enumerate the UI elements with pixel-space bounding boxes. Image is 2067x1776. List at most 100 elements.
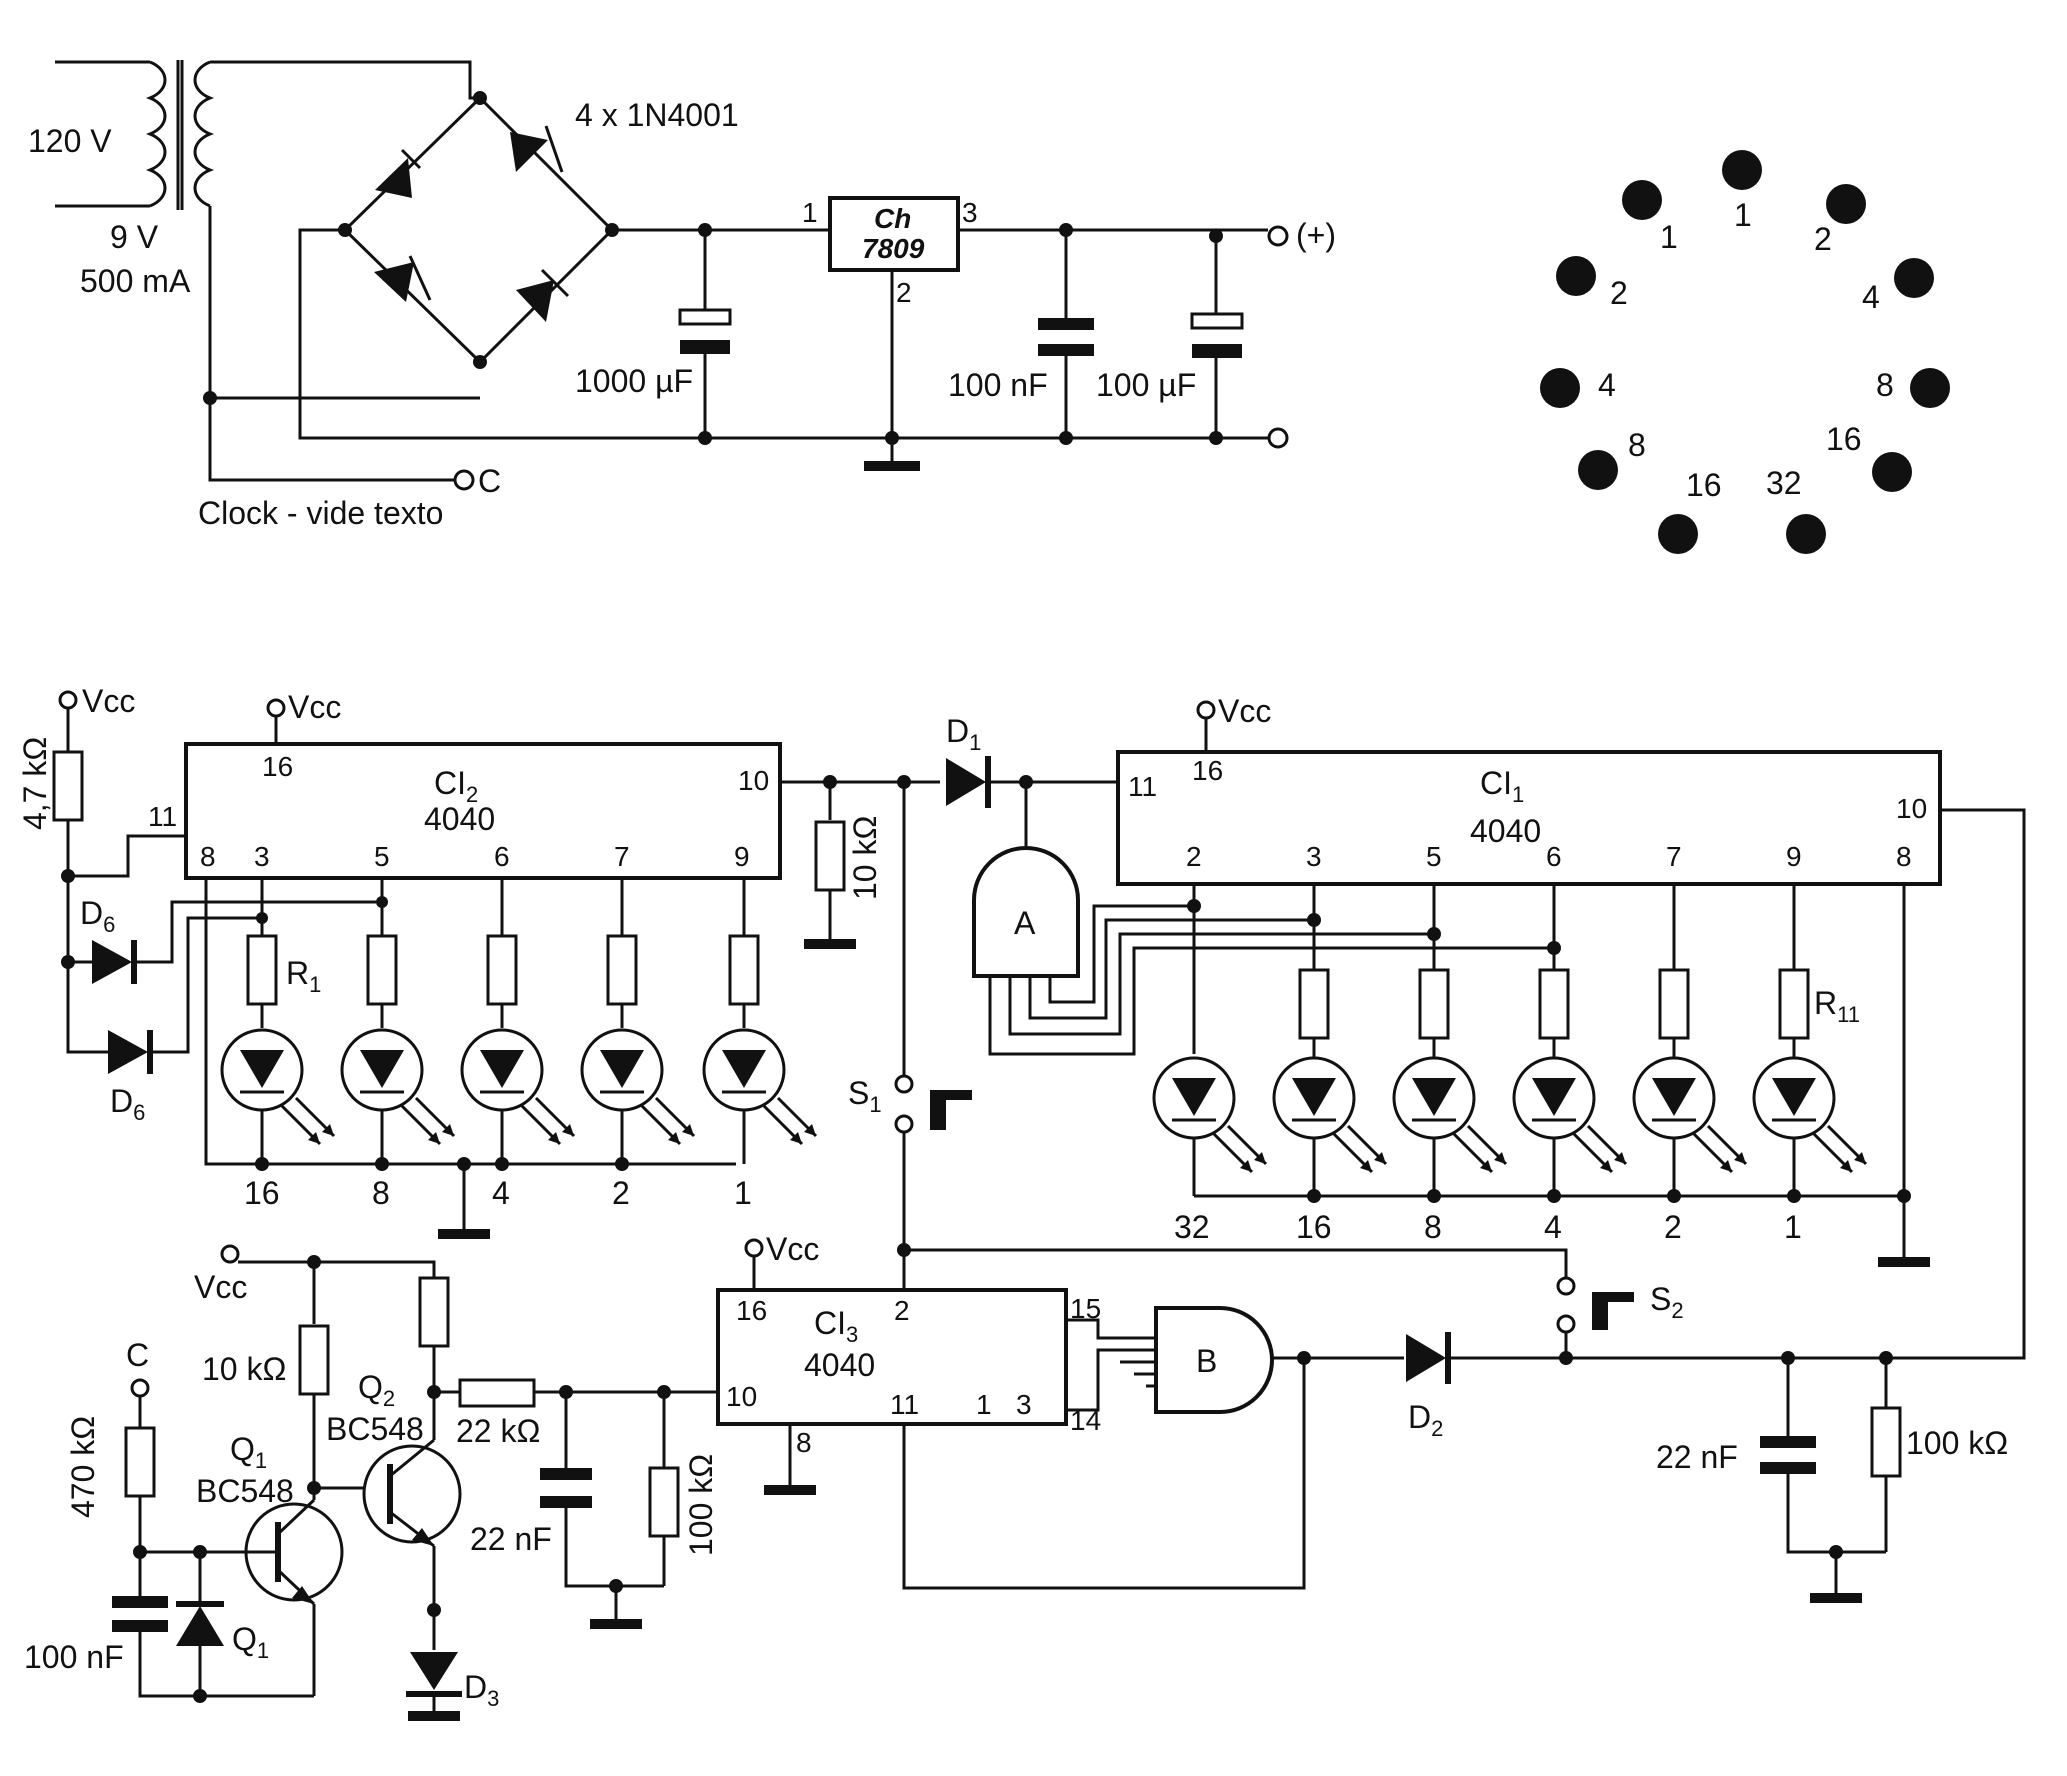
- ci1-pin-10: 10: [1896, 793, 1927, 824]
- ci3-pin-8: 8: [796, 1427, 812, 1458]
- d1-label: D1: [946, 713, 981, 755]
- input-capacitor-label: 100 nF: [24, 1639, 124, 1675]
- ci1-weight-16: 16: [1296, 1209, 1332, 1245]
- bridge-rectifier: [298, 91, 1280, 440]
- ci2-pin-7: 7: [614, 841, 630, 872]
- decoupling-capacitor-label: 100 nF: [948, 367, 1048, 403]
- q2-part-label: BC548: [326, 1411, 424, 1447]
- output-capacitor-label: 100 µF: [1096, 367, 1196, 403]
- s1-contact-top: [894, 1074, 914, 1094]
- ci1-weight-2: 2: [1664, 1209, 1682, 1245]
- and-gate-a: [972, 846, 1080, 978]
- ground-output-terminal: [1267, 427, 1289, 449]
- regulator-part: 7809: [862, 233, 925, 264]
- ci1-pin-5: 5: [1426, 841, 1442, 872]
- ci3-pin-10: 10: [726, 1381, 757, 1412]
- positive-output-label: (+): [1296, 217, 1336, 253]
- ci1-led-column-8: 8: [1392, 884, 1508, 1245]
- ci2-pin-9: 9: [734, 841, 750, 872]
- dial-label-32: 32: [1766, 465, 1802, 501]
- d3-label: D3: [464, 1669, 499, 1711]
- ci1-counter-section: CI1 4040 Vcc 16 11 10 2 3 5 6 7 9 8 D1 A: [897, 693, 2026, 1360]
- ci3-vcc-label: Vcc: [766, 1231, 819, 1267]
- q2-label: Q2: [358, 1369, 395, 1411]
- ci1-pin-11: 11: [1128, 771, 1157, 802]
- ci3-part: 4040: [804, 1347, 875, 1383]
- dial-label-1b: 1: [1660, 219, 1678, 255]
- ci1-weight-1: 1: [1784, 1209, 1802, 1245]
- ci1-pin-2: 2: [1186, 841, 1202, 872]
- ci3-pin-2: 2: [894, 1295, 910, 1326]
- led-dial-layout: 1 1 2 2 4 4 8 8 16 16 32: [1540, 150, 1950, 554]
- ci2-led-column-1: 1: [702, 878, 818, 1211]
- ci3-pin-16: 16: [736, 1295, 767, 1326]
- secondary-voltage-label: 9 V: [110, 219, 159, 255]
- ci2-weight-8: 8: [372, 1175, 390, 1211]
- ci1-led-column-32: 32: [1152, 884, 1268, 1245]
- ci2-counter-section: CI2 4040 16 10 11 8 3 5 6 7 9 Vcc Vcc 4,…: [17, 683, 940, 1234]
- ci2-pin-11: 11: [148, 801, 177, 832]
- dial-label-2a: 2: [1814, 221, 1832, 257]
- ci2-led-column-2: 2: [580, 878, 696, 1211]
- ci2-left-vcc-label: Vcc: [82, 683, 135, 719]
- ci1-pin-8: 8: [1896, 841, 1912, 872]
- regulator-pin-2: 2: [896, 277, 912, 308]
- ci2-pin-16: 16: [262, 751, 293, 782]
- secondary-current-label: 500 mA: [80, 263, 191, 299]
- dial-label-2b: 2: [1610, 275, 1628, 311]
- dial-label-4a: 4: [1862, 279, 1880, 315]
- ci2-pin-8: 8: [200, 841, 216, 872]
- dial-label-16b: 16: [1686, 467, 1722, 503]
- r1-label: R1: [286, 955, 321, 997]
- regulator-pin-1: 1: [802, 197, 818, 228]
- s1-pushbutton: [930, 1090, 972, 1130]
- ci1-name: CI1: [1480, 765, 1524, 807]
- clock-shaper-section: Vcc 10 kΩ Q1 BC548 Q2 BC548: [24, 1244, 719, 1716]
- ci2-weight-16: 16: [244, 1175, 280, 1211]
- ci1-led-column-1: 1: [1752, 884, 1868, 1245]
- ci3-cap-label: 22 nF: [1656, 1439, 1738, 1475]
- ci2-led-column-8: 8: [340, 878, 456, 1211]
- ci3-name: CI3: [814, 1305, 858, 1347]
- positive-output-terminal: [1267, 225, 1289, 247]
- clock-terminal-label: C: [478, 463, 501, 499]
- regulator-brand: Ch: [874, 203, 911, 234]
- ci1-led-column-2: 2: [1632, 884, 1748, 1245]
- s2-contact-top: [1556, 1276, 1576, 1296]
- filter-capacitor-label: 1000 µF: [575, 363, 693, 399]
- s2-pushbutton: [1592, 1292, 1634, 1330]
- ci1-pin-3: 3: [1306, 841, 1322, 872]
- clock-input-label: C: [126, 1337, 149, 1373]
- reset-and-compare-section: S1 S2 CI3 4040 Vcc 16 2 15 10 8 11 1 3 1…: [716, 782, 2008, 1598]
- r11-label: R11: [1814, 985, 1860, 1027]
- regulator-pin-3: 3: [962, 197, 978, 228]
- zener-label: Q1: [232, 1621, 269, 1663]
- q1-bias-resistor-label: 10 kΩ: [202, 1351, 286, 1387]
- and-gate-b: [1154, 1306, 1274, 1414]
- s1-label: S1: [848, 1075, 882, 1117]
- reset-resistor-label: 4,7 kΩ: [17, 737, 53, 830]
- ci1-weight-8: 8: [1424, 1209, 1442, 1245]
- s1-contact-bottom: [894, 1114, 914, 1134]
- q1-label: Q1: [230, 1431, 267, 1473]
- d2-label: D2: [1408, 1399, 1443, 1441]
- filter-cap-label: 22 nF: [470, 1521, 552, 1557]
- ci1-pin-7: 7: [1666, 841, 1682, 872]
- ci1-weight-4: 4: [1544, 1209, 1562, 1245]
- ci1-pin-9: 9: [1786, 841, 1802, 872]
- coupling-resistor-label: 22 kΩ: [456, 1413, 540, 1449]
- input-resistor-label: 470 kΩ: [65, 1416, 101, 1518]
- ci1-led-column-4: 4: [1512, 884, 1628, 1245]
- ci2-part: 4040: [424, 801, 495, 837]
- ci1-part: 4040: [1470, 813, 1541, 849]
- dial-label-16a: 16: [1826, 421, 1862, 457]
- and-gate-b-label: B: [1196, 1343, 1217, 1379]
- dial-label-1a: 1: [1734, 197, 1752, 233]
- mains-voltage-label: 120 V: [28, 123, 112, 159]
- ci1-chip: [1116, 750, 1942, 886]
- ci3-pin-3: 3: [1016, 1389, 1032, 1420]
- ci2-name: CI2: [434, 765, 478, 807]
- ci2-pulldown-label: 10 kΩ: [847, 816, 883, 900]
- dial-label-8b: 8: [1628, 427, 1646, 463]
